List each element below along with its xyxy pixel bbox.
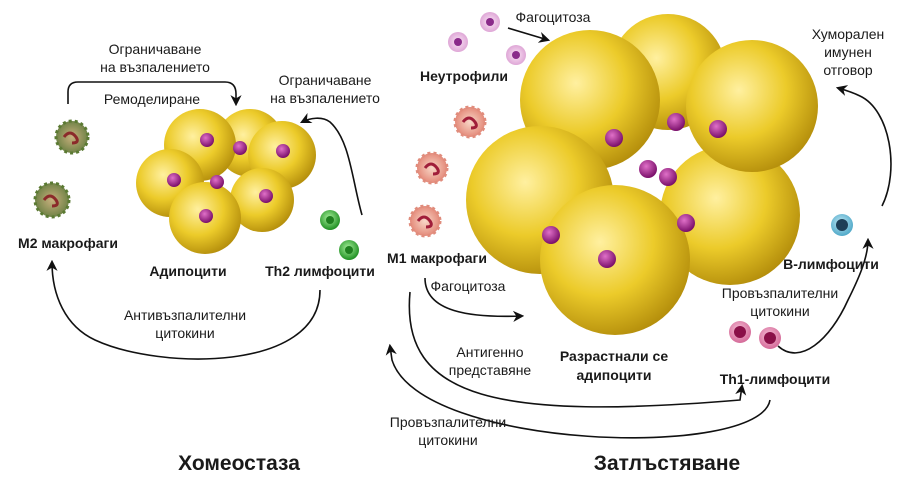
label-b-lymphocytes: В-лимфоцити (783, 256, 879, 272)
label-adipocytes: Адипоцити (149, 263, 226, 279)
adipocyte-cell-icon (686, 40, 818, 172)
label-antigen-1: Антигенно (456, 344, 523, 360)
m2-macrophage-group (33, 119, 90, 219)
b-lymphocyte-group (831, 214, 853, 236)
label-m1-macrophages: М1 макрофаги (387, 250, 487, 266)
label-th1-lymphocytes: Th1-лимфоцити (720, 371, 831, 387)
macrophage-cell-icon (408, 204, 442, 238)
label-limit-inflammation-right-1: Ограничаване (279, 72, 372, 88)
label-humoral-1: Хуморален (812, 26, 885, 42)
label-neutrophils: Неутрофили (420, 68, 508, 84)
label-humoral-2: имунен (824, 44, 872, 60)
label-limit-inflammation-right-2: на възпалението (270, 90, 380, 106)
label-limit-inflammation-top-1: Ограничаване (109, 41, 202, 57)
label-pro-inflammatory-right-2: цитокини (750, 303, 809, 319)
label-th2-lymphocytes: Th2 лимфоцити (265, 263, 375, 279)
label-limit-inflammation-top-2: на възпалението (100, 59, 210, 75)
label-phagocytosis-top: Фагоцитоза (516, 9, 591, 25)
th2-lymphocyte-group (320, 210, 359, 260)
macrophage-cell-icon (415, 151, 449, 185)
label-pro-inflammatory-right-1: Провъзпалителни (722, 285, 838, 301)
macrophage-cell-icon (453, 105, 487, 139)
th1-lymphocyte-group (729, 321, 781, 349)
label-remodeling: Ремоделиране (104, 91, 200, 107)
label-enlarged-adipocytes-1: Разрастнали се (560, 348, 668, 364)
label-pro-inflammatory-bottom-1: Провъзпалителни (390, 414, 506, 430)
section-title-obesity: Затлъстяване (594, 452, 740, 475)
macrophage-cell-icon (54, 119, 90, 155)
right-arrows (385, 27, 892, 439)
label-phagocytosis-mid: Фагоцитоза (431, 278, 506, 294)
label-humoral-3: отговор (823, 62, 873, 78)
label-enlarged-adipocytes-2: адипоцити (577, 367, 652, 383)
left-arrows (46, 81, 363, 360)
m1-macrophage-group (408, 105, 487, 238)
label-anti-inflammatory-2: цитокини (155, 325, 214, 341)
label-anti-inflammatory-1: Антивъзпалителни (124, 307, 246, 323)
adipocyte-cell-icon (660, 145, 800, 285)
section-title-homeostasis: Хомеостаза (178, 452, 300, 475)
label-antigen-2: представяне (449, 362, 532, 378)
label-pro-inflammatory-bottom-2: цитокини (418, 432, 477, 448)
neutrophil-group (448, 12, 526, 65)
macrophage-cell-icon (33, 181, 71, 219)
adipocyte-cluster-large (466, 14, 818, 335)
adipocyte-cluster-small (136, 109, 316, 254)
label-m2-macrophages: М2 макрофаги (18, 235, 118, 251)
